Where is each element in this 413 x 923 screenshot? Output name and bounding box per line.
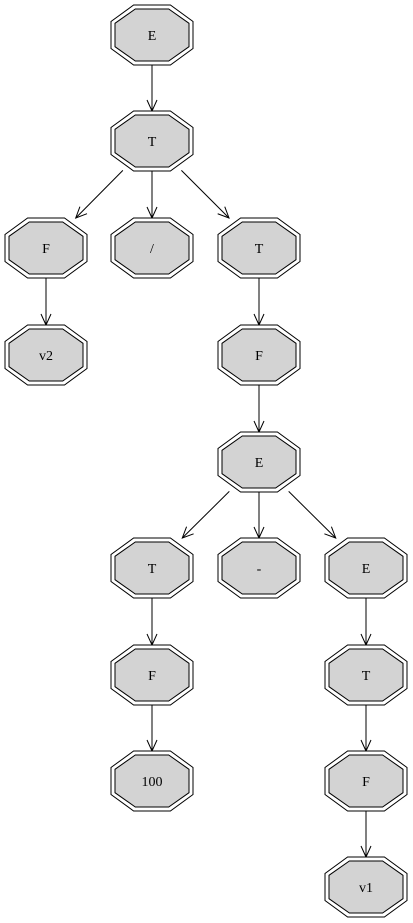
tree-node-n3: F <box>4 217 88 279</box>
edge-n12-to-n14 <box>146 704 158 753</box>
tree-node-n13: T <box>324 644 408 706</box>
tree-node-n10: - <box>217 537 301 599</box>
edge-n11-to-n13 <box>360 597 372 647</box>
tree-node-n12: F <box>110 644 194 706</box>
edge-n2-to-n4 <box>146 170 158 220</box>
node-inner-octagon <box>221 541 297 595</box>
node-inner-octagon <box>328 541 404 595</box>
node-label: T <box>362 669 371 684</box>
node-label: F <box>362 775 370 790</box>
node-label: F <box>255 349 263 364</box>
node-label: T <box>148 562 157 577</box>
node-label: E <box>362 562 371 577</box>
node-inner-octagon <box>328 860 404 914</box>
node-inner-octagon <box>8 221 84 275</box>
node-label: F <box>42 242 50 257</box>
edge-n2-to-n5 <box>181 170 230 219</box>
edge-n13-to-n15 <box>360 704 372 753</box>
tree-node-n8: E <box>217 431 301 493</box>
edge-line <box>181 170 230 219</box>
node-inner-octagon <box>328 648 404 702</box>
node-inner-octagon <box>221 221 297 275</box>
node-inner-octagon <box>221 328 297 382</box>
node-label: - <box>257 562 262 577</box>
edge-n8-to-n10 <box>253 491 265 540</box>
node-label: E <box>148 29 157 44</box>
edges-layer <box>40 64 372 859</box>
edge-line <box>181 491 230 539</box>
node-label: E <box>255 456 264 471</box>
tree-node-n14: 100 <box>110 750 194 812</box>
edge-n7-to-n8 <box>253 384 265 434</box>
node-inner-octagon <box>114 754 190 808</box>
node-label: T <box>148 135 157 150</box>
tree-node-n2: T <box>110 110 194 172</box>
edge-n3-to-n6 <box>40 277 52 327</box>
node-inner-octagon <box>221 435 297 489</box>
tree-node-n6: v2 <box>4 324 88 386</box>
arrowhead <box>217 206 230 219</box>
node-inner-octagon <box>114 541 190 595</box>
node-inner-octagon <box>114 114 190 168</box>
edge-n2-to-n3 <box>74 170 124 219</box>
tree-node-n5: T <box>217 217 301 279</box>
tree-node-n4: / <box>110 217 194 279</box>
node-label: v1 <box>359 881 373 896</box>
tree-node-n16: v1 <box>324 856 408 918</box>
tree-node-n11: E <box>324 537 408 599</box>
edge-n15-to-n16 <box>360 810 372 859</box>
arrowhead <box>181 526 194 539</box>
arrowhead <box>324 526 337 539</box>
arrowhead <box>74 206 88 219</box>
node-inner-octagon <box>114 8 190 62</box>
tree-node-n9: T <box>110 537 194 599</box>
edge-n8-to-n11 <box>288 491 337 539</box>
node-label: 100 <box>142 775 163 790</box>
edge-line <box>75 170 124 219</box>
node-inner-octagon <box>328 754 404 808</box>
node-inner-octagon <box>114 648 190 702</box>
node-label: / <box>150 242 154 257</box>
edge-line <box>288 491 337 539</box>
node-inner-octagon <box>8 328 84 382</box>
node-label: v2 <box>39 349 53 364</box>
node-label: F <box>148 669 156 684</box>
node-label: T <box>255 242 264 257</box>
tree-node-n1: E <box>110 4 194 66</box>
edge-n9-to-n12 <box>146 597 158 647</box>
tree-node-n15: F <box>324 750 408 812</box>
edge-n1-to-n2 <box>146 64 158 113</box>
node-inner-octagon <box>114 221 190 275</box>
edge-n8-to-n9 <box>181 491 230 539</box>
tree-node-n7: F <box>217 324 301 386</box>
edge-n5-to-n7 <box>253 277 265 327</box>
